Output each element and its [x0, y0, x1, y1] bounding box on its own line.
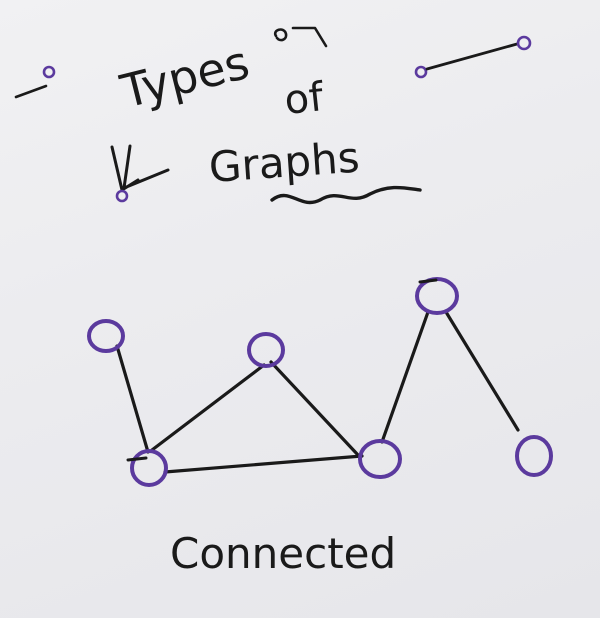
graph-node-c [247, 332, 285, 368]
graph-edge-a-b [115, 344, 150, 454]
graph-nodes [87, 277, 553, 487]
heading-word-of: of [282, 74, 326, 124]
graph-node-f [515, 435, 553, 477]
graph-edge-c-d [269, 360, 360, 457]
doodle-small-edge-top-left [14, 65, 56, 99]
graph-edge-e-f [444, 310, 520, 432]
heading-word-types: Types [115, 35, 255, 119]
graph-edges [115, 310, 520, 474]
caption-connected: Connected [170, 529, 396, 578]
graph-node-b [130, 449, 168, 487]
doodle-edge-top-right [414, 35, 532, 79]
graph-edge-b-c [150, 363, 266, 452]
graph-edge-b-d [163, 454, 364, 474]
graph-node-e [415, 277, 459, 315]
arrow-to-node [110, 144, 170, 203]
heading-underline-squiggle [270, 185, 422, 205]
doodle-small-node-top [273, 26, 328, 48]
heading-word-graphs: Graphs [207, 133, 361, 192]
graph-node-a [87, 319, 125, 353]
graph-edge-d-e [380, 310, 430, 444]
graph-node-d [358, 439, 402, 479]
